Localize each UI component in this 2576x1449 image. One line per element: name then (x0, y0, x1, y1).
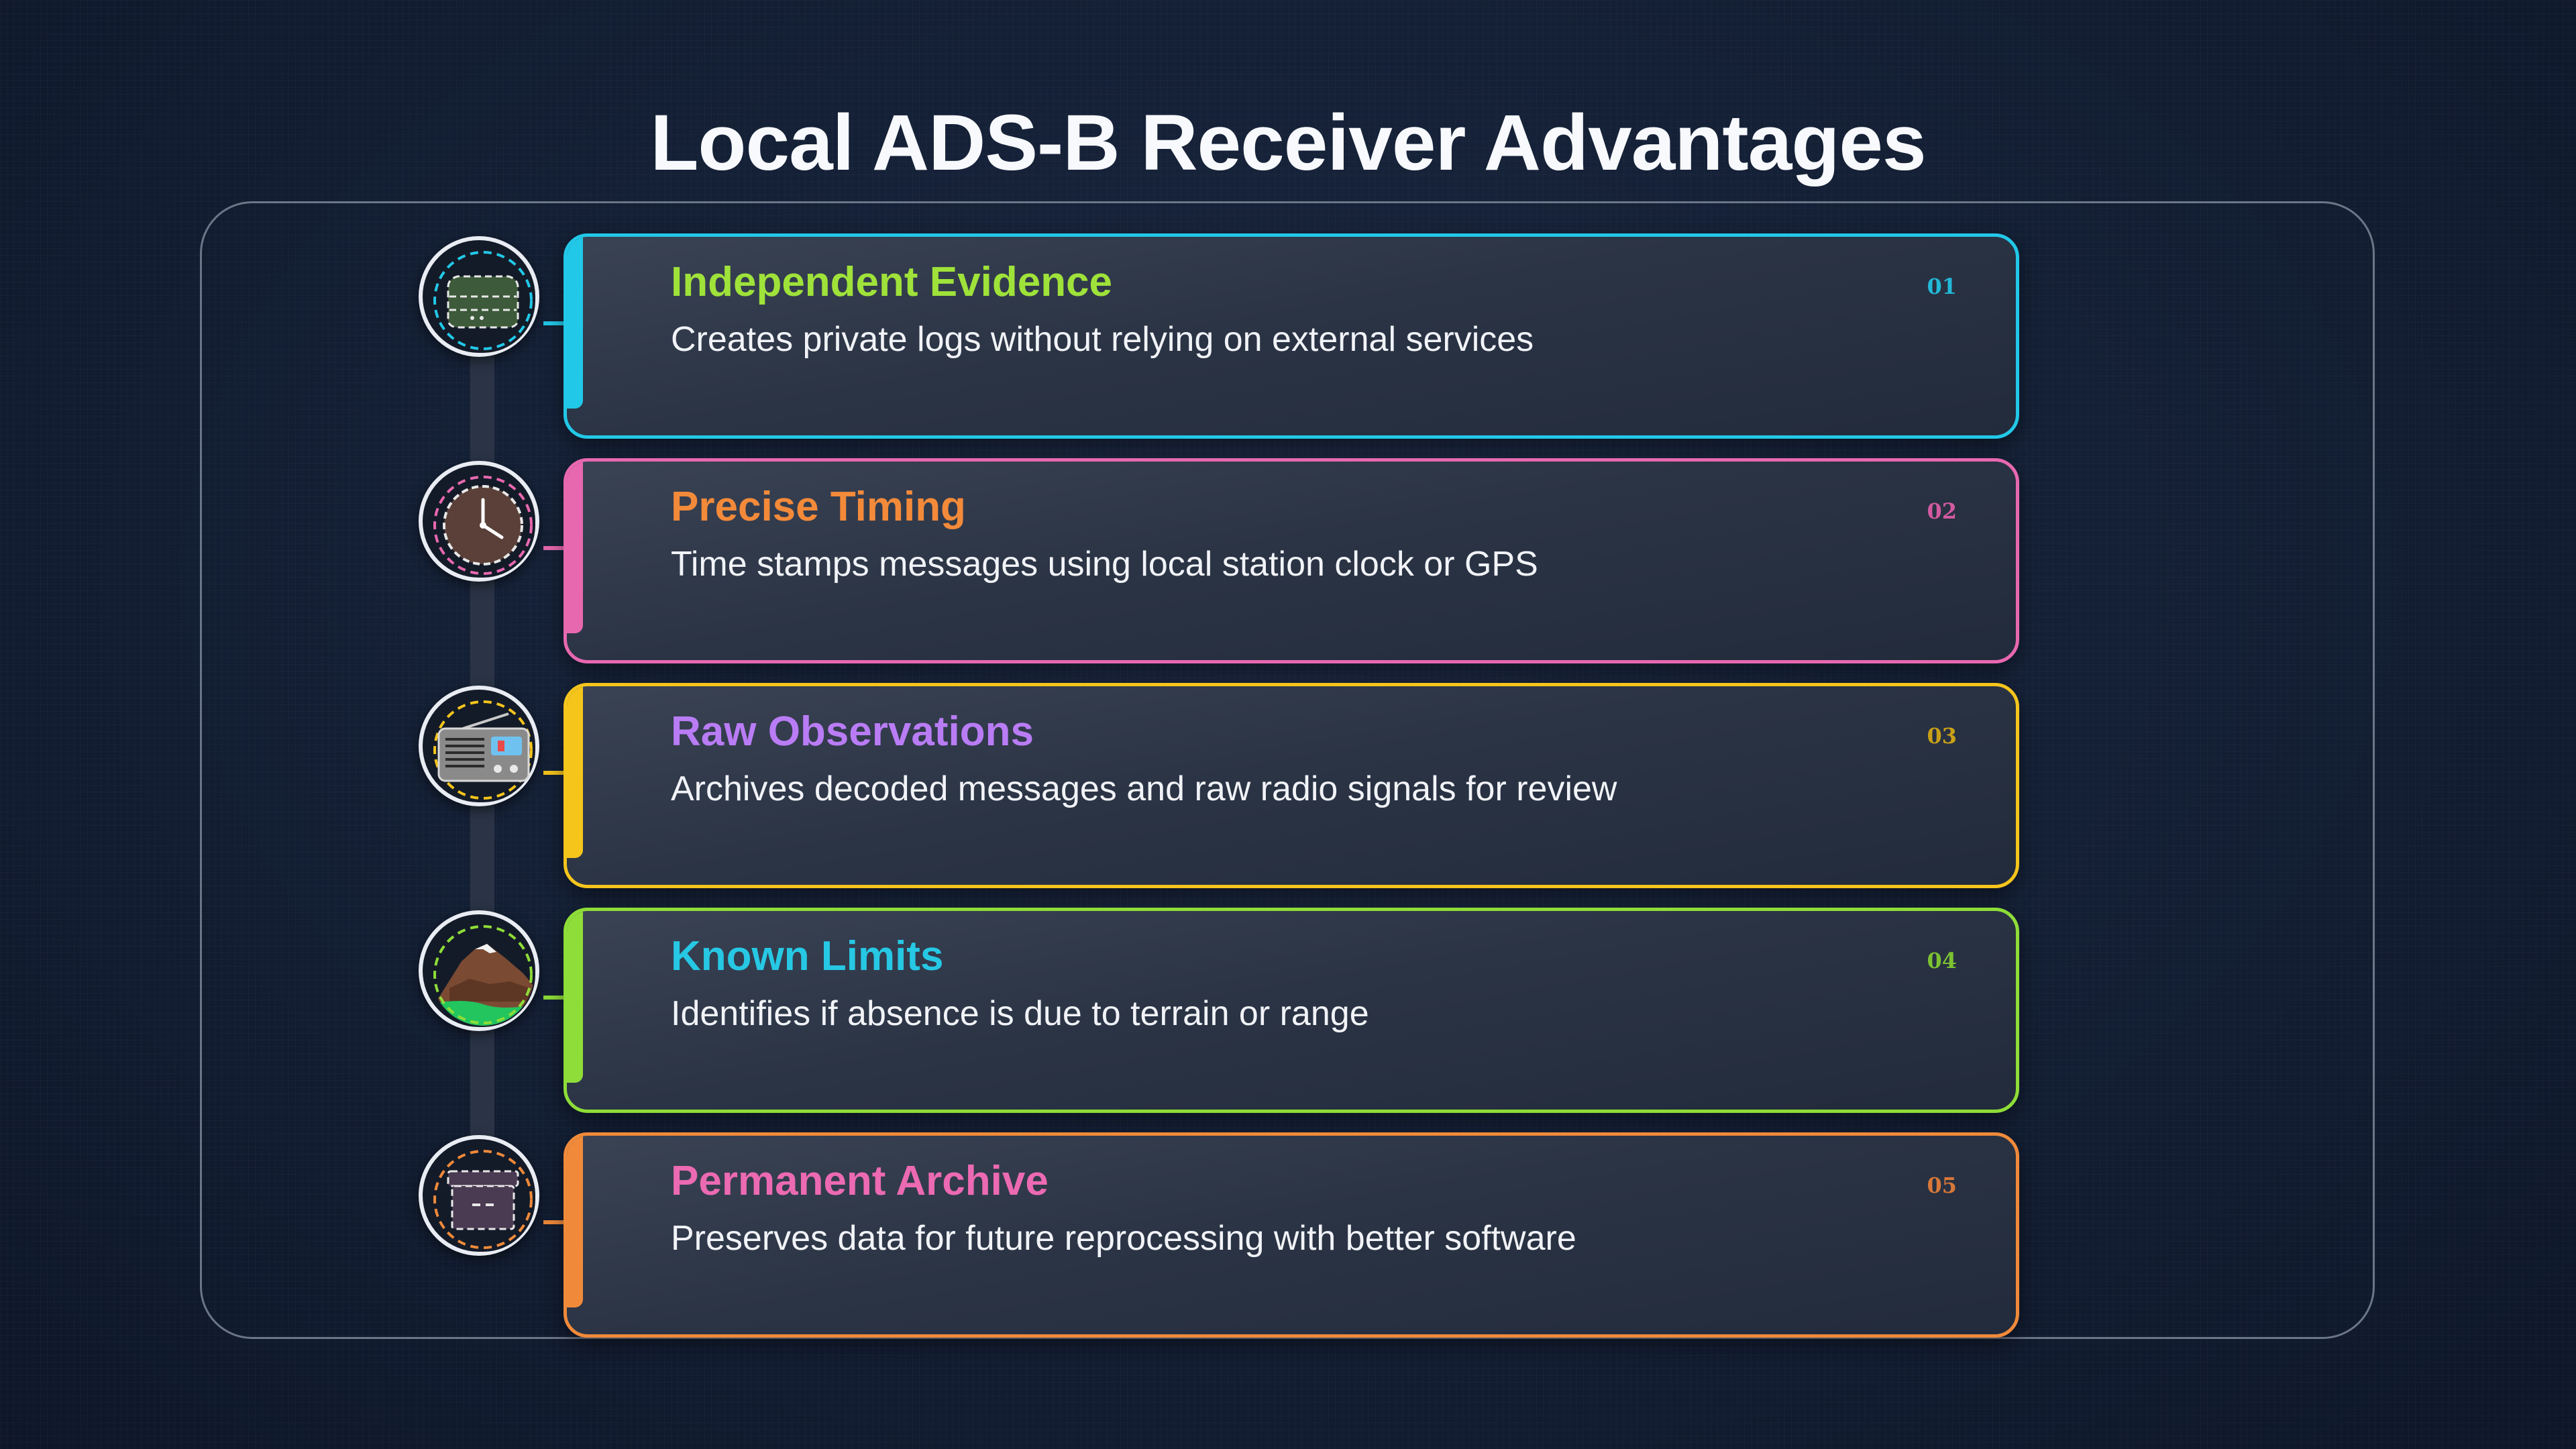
advantage-row: Known Limits Identifies if absence is du… (416, 908, 2026, 1117)
badge-mountain (419, 910, 539, 1031)
connector-line (543, 1220, 578, 1224)
content-frame (200, 201, 2375, 1339)
badge-clock (419, 461, 539, 582)
card-description: Creates private logs without relying on … (671, 320, 1534, 359)
archive-box-icon (431, 1147, 535, 1252)
advantage-row: Permanent Archive Preserves data for fut… (416, 1132, 2026, 1342)
badge-server (419, 236, 539, 357)
connector-line (543, 996, 578, 1000)
card-accent-bar (567, 237, 583, 409)
card-accent-bar (567, 462, 583, 633)
card-title: Permanent Archive (671, 1158, 1049, 1204)
radio-icon (431, 698, 535, 802)
card-number: 03 (1927, 723, 1957, 749)
card-number: 05 (1927, 1173, 1957, 1198)
card-accent-bar (567, 911, 583, 1083)
card-title: Independent Evidence (671, 259, 1113, 305)
connector-line (543, 321, 578, 325)
card-accent-bar (567, 686, 583, 858)
card-title: Known Limits (671, 933, 944, 979)
card-number: 01 (1927, 274, 1957, 299)
card-accent-bar (567, 1136, 583, 1307)
advantage-card: Known Limits Identifies if absence is du… (564, 908, 2019, 1113)
advantage-card: Independent Evidence Creates private log… (564, 233, 2019, 439)
card-number: 02 (1927, 498, 1957, 524)
advantage-row: Independent Evidence Creates private log… (416, 233, 2026, 443)
card-title: Precise Timing (671, 484, 966, 530)
badge-archive (419, 1135, 539, 1256)
mountain-icon (431, 922, 535, 1027)
card-description: Archives decoded messages and raw radio … (671, 769, 1617, 808)
connector-line (543, 771, 578, 775)
advantage-card: Raw Observations Archives decoded messag… (564, 683, 2019, 888)
connector-line (543, 546, 578, 550)
advantage-row: Raw Observations Archives decoded messag… (416, 683, 2026, 892)
card-number: 04 (1927, 948, 1957, 973)
page-title: Local ADS-B Receiver Advantages (650, 99, 1926, 187)
card-title: Raw Observations (671, 708, 1034, 755)
server-icon (431, 248, 535, 353)
card-description: Time stamps messages using local station… (671, 545, 1538, 584)
advantage-row: Precise Timing Time stamps messages usin… (416, 458, 2026, 667)
badge-radio (419, 686, 539, 806)
advantage-card: Precise Timing Time stamps messages usin… (564, 458, 2019, 663)
advantage-card: Permanent Archive Preserves data for fut… (564, 1132, 2019, 1338)
card-description: Identifies if absence is due to terrain … (671, 994, 1369, 1033)
card-description: Preserves data for future reprocessing w… (671, 1219, 1576, 1258)
clock-icon (431, 473, 535, 578)
